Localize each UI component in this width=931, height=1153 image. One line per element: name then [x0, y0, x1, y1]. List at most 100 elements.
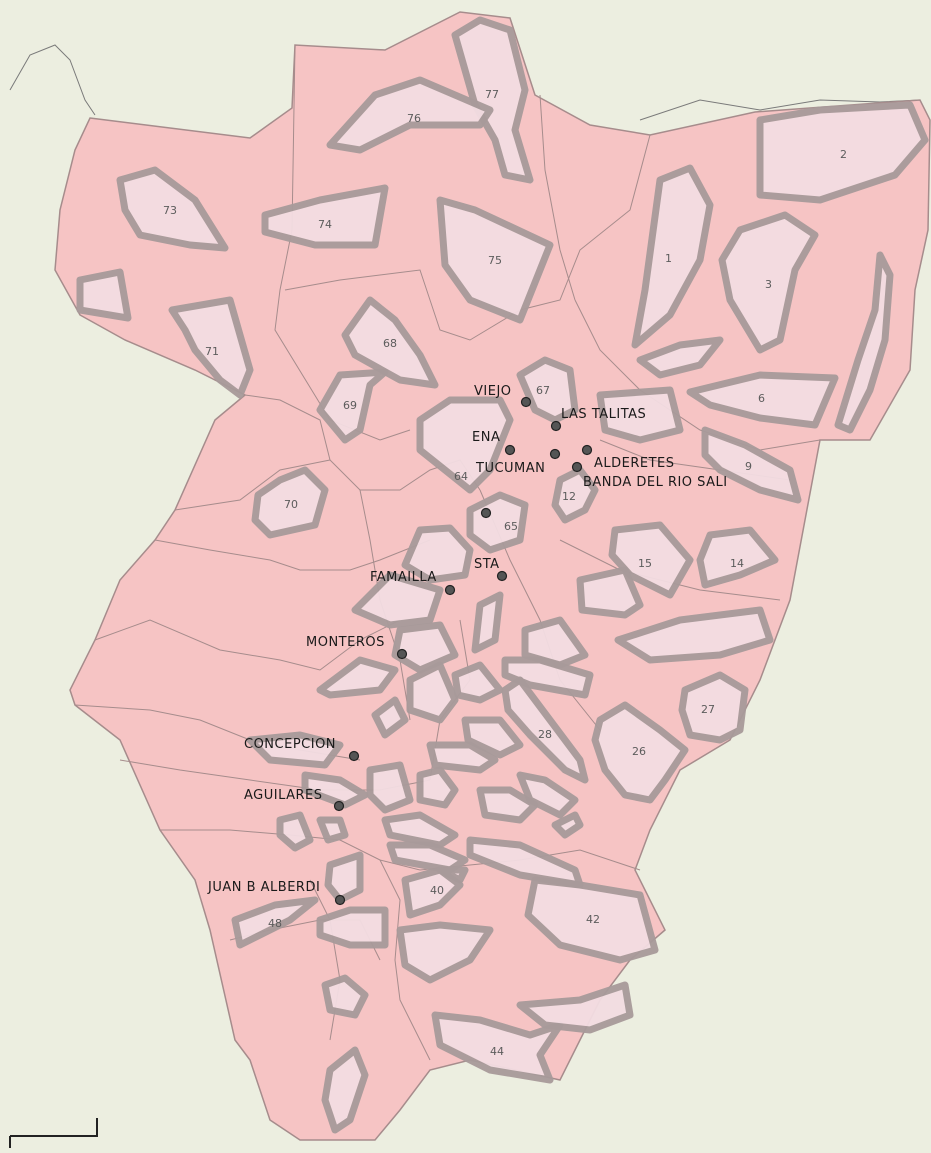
zone-a13[interactable] [301, 771, 369, 809]
zone-a8[interactable] [406, 661, 459, 724]
zone-a27[interactable] [321, 974, 369, 1019]
zone-69[interactable] [316, 368, 389, 444]
city-label: TUCUMAN [475, 461, 545, 476]
zone-label: 42 [586, 913, 600, 926]
zone-conc[interactable] [246, 731, 344, 769]
zone-68[interactable] [341, 296, 439, 389]
zone-42[interactable] [524, 876, 659, 964]
zone-famailla[interactable] [351, 571, 444, 629]
zone-label: 67 [536, 384, 550, 397]
zone-a6[interactable] [501, 656, 594, 699]
city-viejo[interactable]: VIEJO [474, 384, 532, 408]
city-famailla[interactable]: FAMAILLA [370, 570, 456, 596]
zone-14[interactable] [696, 526, 779, 589]
city-label: BANDA DEL RIO SALI [583, 475, 728, 490]
zone-a2[interactable] [614, 606, 774, 664]
zone-label: 74 [318, 218, 332, 231]
zone-label: 1 [665, 252, 672, 265]
zone-15[interactable] [608, 521, 694, 599]
zone-label: 27 [701, 703, 715, 716]
zone-a22[interactable] [386, 841, 469, 874]
zone-a5[interactable] [471, 591, 504, 654]
zone-label: 3 [765, 278, 772, 291]
city-banda-del-rio-sali[interactable]: BANDA DEL RIO SALI [571, 461, 728, 491]
zone-1[interactable] [631, 164, 714, 349]
zone-73[interactable] [116, 166, 229, 252]
zone-7[interactable] [834, 251, 894, 434]
zone-a15[interactable] [416, 766, 459, 809]
city-label: VIEJO [474, 384, 512, 399]
city-marker-icon [333, 800, 345, 812]
zone-26[interactable] [591, 701, 689, 804]
zone-a28[interactable] [516, 981, 634, 1034]
zone-a17[interactable] [516, 771, 579, 819]
zone-70[interactable] [251, 466, 329, 539]
city-marker-icon [396, 648, 408, 660]
zone-71[interactable] [168, 296, 254, 399]
city-label: LAS TALITAS [561, 407, 646, 422]
zone-label: 65 [504, 520, 518, 533]
city-concepcion[interactable]: CONCEPCION [244, 737, 360, 762]
zone-6[interactable] [686, 371, 839, 429]
zone-band[interactable] [636, 336, 724, 379]
zone-a14[interactable] [366, 761, 414, 814]
city-monteros[interactable]: MONTEROS [306, 635, 408, 660]
zone-a12[interactable] [426, 741, 499, 774]
city-label: MONTEROS [306, 635, 385, 650]
zone-a25[interactable] [316, 906, 389, 949]
city-sta[interactable]: STA [474, 507, 508, 582]
zone-a30[interactable] [436, 866, 469, 884]
zone-a24[interactable] [324, 851, 364, 904]
zone-a3[interactable] [521, 616, 589, 669]
zone-a29[interactable] [321, 1046, 369, 1134]
zone-sta[interactable] [401, 524, 474, 584]
zone-a10[interactable] [461, 716, 524, 759]
city-aguilares[interactable]: AGUILARES [244, 788, 345, 812]
city-marker-icon [348, 750, 360, 762]
zone-label: 76 [407, 112, 421, 125]
zone-label: 40 [430, 884, 444, 897]
zone-label: 71 [205, 345, 219, 358]
city-juan-b-alberdi[interactable]: JUAN B ALBERDI [207, 880, 346, 906]
zone-a16[interactable] [476, 786, 539, 824]
zone-27[interactable] [678, 671, 749, 744]
city-marker-icon [581, 444, 593, 456]
zone-a26[interactable] [396, 921, 494, 984]
zone-las-talitas[interactable] [596, 386, 684, 444]
zone-label: 77 [485, 88, 499, 101]
zone-77[interactable] [451, 16, 534, 184]
zone-3[interactable] [718, 211, 819, 354]
zone-44[interactable] [431, 1011, 564, 1084]
zone-a20[interactable] [316, 816, 349, 844]
zone-67[interactable] [516, 356, 579, 424]
city-label: ENA [472, 430, 500, 445]
city-tucuman[interactable]: TUCUMAN [475, 448, 561, 477]
zone-zone-west[interactable] [76, 268, 132, 322]
zone-40[interactable] [401, 866, 464, 919]
zone-76[interactable] [326, 76, 494, 154]
zone-64[interactable] [416, 396, 514, 494]
zone-label: 68 [383, 337, 397, 350]
city-ena[interactable]: ENA [472, 430, 516, 456]
zone-label: 73 [163, 204, 177, 217]
zone-74[interactable] [261, 184, 389, 249]
zone-a1[interactable] [576, 566, 644, 619]
zone-a11[interactable] [371, 696, 409, 739]
zone-48[interactable] [231, 896, 319, 949]
zone-a19[interactable] [276, 811, 314, 852]
city-alderetes[interactable]: ALDERETES [581, 444, 675, 472]
zone-label: 75 [488, 254, 502, 267]
zone-9[interactable] [701, 426, 802, 504]
zone-28[interactable] [501, 676, 589, 784]
zone-a21[interactable] [381, 811, 459, 849]
city-las-talitas[interactable]: LAS TALITAS [550, 407, 647, 432]
zone-a9[interactable] [451, 661, 504, 704]
zone-75[interactable] [436, 196, 554, 324]
zone-a18[interactable] [551, 811, 584, 839]
city-marker-icon [480, 507, 492, 519]
zone-2[interactable] [756, 101, 929, 204]
zone-a7[interactable] [316, 656, 399, 699]
province-area[interactable] [54, 11, 931, 1141]
city-marker-icon [549, 448, 561, 460]
